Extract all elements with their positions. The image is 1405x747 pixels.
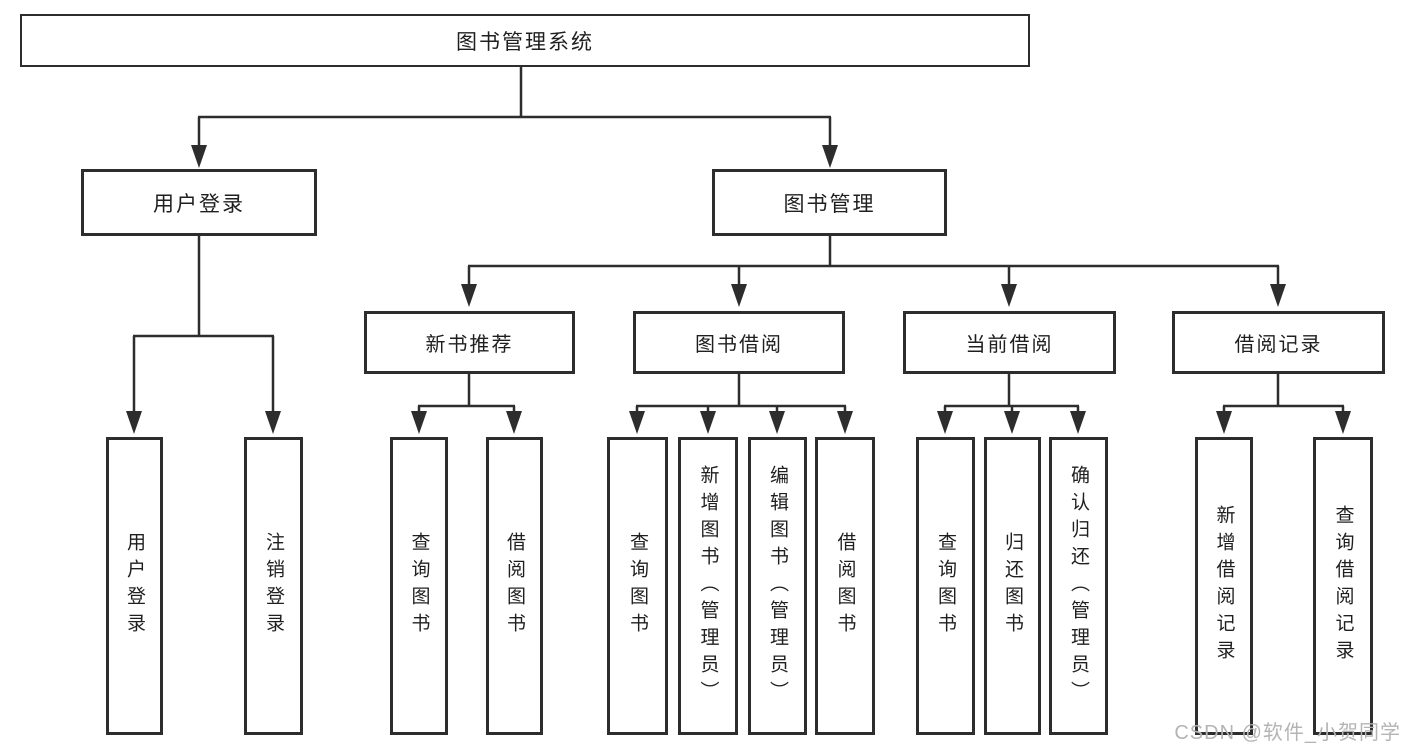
- leaf-label: 新增借阅记录: [1213, 505, 1235, 667]
- leaf-label: 归还图书: [1002, 532, 1023, 640]
- leaf-query-books-current: 查询图书: [916, 437, 975, 735]
- node-borrow-records: 借阅记录: [1172, 311, 1385, 374]
- node-new-book-recommend: 新书推荐: [364, 311, 575, 374]
- arrowheads: [126, 145, 1351, 434]
- node-label: 图书管理: [783, 192, 876, 216]
- leaf-label: 查询借阅记录: [1332, 505, 1354, 667]
- leaf-query-books-borrow: 查询图书: [607, 437, 668, 735]
- leaf-label: 借阅图书: [834, 532, 856, 640]
- node-label: 新书推荐: [425, 334, 514, 356]
- leaf-label: 查询图书: [408, 532, 430, 640]
- leaf-user-login: 用户登录: [106, 437, 163, 735]
- leaf-label: 查询图书: [627, 532, 648, 640]
- node-user-login: 用户登录: [81, 169, 317, 236]
- leaf-borrow-books-recommend: 借阅图书: [486, 437, 543, 735]
- leaf-confirm-return-admin: 确认归还（管理员）: [1049, 437, 1108, 735]
- node-label: 图书管理系统: [456, 30, 594, 54]
- leaf-label: 编辑图书（管理员）: [767, 464, 788, 708]
- leaf-add-borrow-record: 新增借阅记录: [1195, 437, 1253, 735]
- node-book-borrow: 图书借阅: [633, 311, 845, 374]
- node-book-management: 图书管理: [712, 169, 947, 236]
- leaf-borrow-books: 借阅图书: [815, 437, 875, 735]
- leaf-return-books: 归还图书: [984, 437, 1041, 735]
- leaf-label: 新增图书（管理员）: [697, 464, 719, 708]
- leaf-label: 用户登录: [124, 532, 145, 640]
- node-label: 借阅记录: [1234, 334, 1323, 356]
- leaf-label: 确认归还（管理员）: [1068, 464, 1089, 708]
- node-current-borrow: 当前借阅: [903, 311, 1116, 374]
- leaf-label: 借阅图书: [504, 532, 525, 640]
- node-label: 图书借阅: [695, 334, 783, 356]
- leaf-query-books-recommend: 查询图书: [390, 437, 448, 735]
- node-label: 当前借阅: [965, 334, 1054, 356]
- leaf-query-borrow-record: 查询借阅记录: [1313, 437, 1373, 735]
- leaf-logout: 注销登录: [244, 437, 303, 735]
- node-library-management-system: 图书管理系统: [20, 14, 1030, 67]
- node-label: 用户登录: [153, 192, 245, 216]
- leaf-label: 查询图书: [935, 532, 956, 640]
- leaf-label: 注销登录: [263, 532, 284, 640]
- leaf-edit-books-admin: 编辑图书（管理员）: [748, 437, 807, 735]
- leaf-add-books-admin: 新增图书（管理员）: [678, 437, 738, 735]
